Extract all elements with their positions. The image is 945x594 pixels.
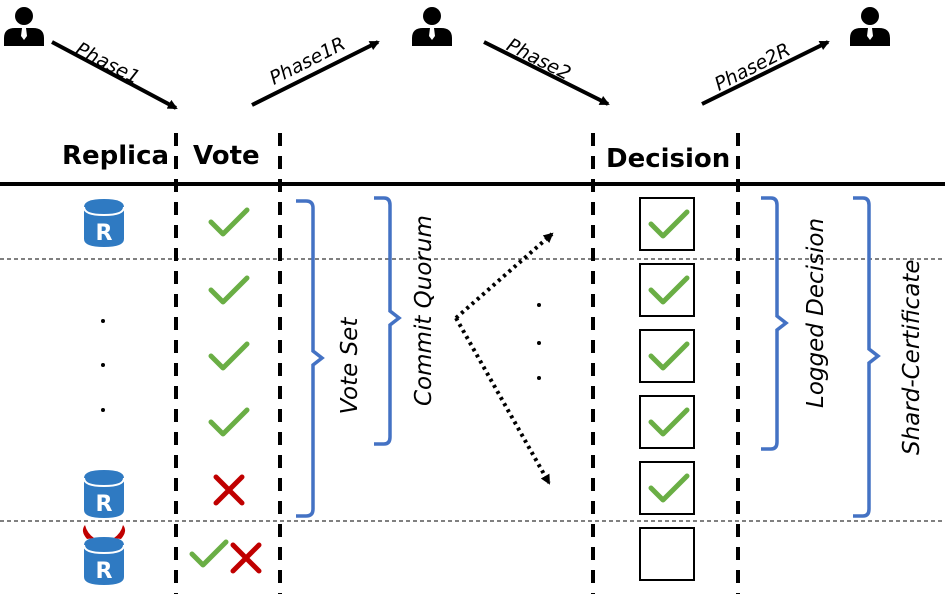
- check-icon: [208, 407, 250, 437]
- decision-box-5: [639, 461, 695, 515]
- shard-certificate-label: Shard-Certificate: [899, 259, 925, 455]
- decision-box-4: [639, 395, 695, 449]
- cross-icon: [230, 542, 262, 574]
- ellipsis-dot: [537, 341, 541, 345]
- check-icon: [208, 207, 250, 237]
- vote-set-bracket: [296, 199, 325, 518]
- check-icon: [208, 341, 250, 371]
- phase2-arrow: [483, 40, 610, 106]
- check-icon: [648, 209, 690, 239]
- decision-header: Decision: [606, 144, 731, 174]
- replica-letter: R: [96, 221, 113, 246]
- replica-letter: R: [96, 492, 113, 517]
- ellipsis-dot: [537, 303, 541, 307]
- check-icon: [189, 539, 229, 568]
- phase1-arrow: [51, 40, 178, 110]
- replica-letter: R: [96, 559, 113, 584]
- logged-decision-label: Logged Decision: [803, 217, 829, 408]
- decision-box-2: [639, 263, 695, 317]
- shard-certificate-bracket: [853, 196, 881, 518]
- commit-quorum-bracket: [374, 196, 402, 446]
- cross-icon: [213, 474, 245, 506]
- replica-header: Replica: [62, 141, 170, 171]
- ellipsis-dot: [101, 363, 105, 367]
- check-icon: [208, 275, 250, 305]
- dotted-arrow-up: [454, 232, 554, 320]
- logged-decision-bracket: [761, 196, 789, 451]
- user-icon: [412, 7, 452, 46]
- database-icon: [83, 470, 125, 518]
- decision-box-1: [639, 197, 695, 251]
- ellipsis-dot: [537, 376, 541, 380]
- ellipsis-dot: [101, 408, 105, 412]
- phase2r-arrow: [701, 40, 830, 106]
- commit-quorum-label: Commit Quorum: [411, 215, 437, 406]
- decision-box-6: [639, 527, 695, 581]
- user-icon: [850, 7, 890, 46]
- dotted-arrow-down: [454, 317, 551, 485]
- check-icon: [648, 341, 690, 371]
- check-icon: [648, 473, 690, 503]
- check-icon: [648, 407, 690, 437]
- phase1r-arrow: [251, 40, 380, 107]
- vote-set-label: Vote Set: [337, 317, 363, 415]
- ellipsis-dot: [101, 319, 105, 323]
- vote-header: Vote: [193, 141, 260, 171]
- user-icon: [4, 7, 44, 46]
- devil-horns-icon: [82, 525, 126, 539]
- database-icon: [83, 199, 125, 247]
- check-icon: [648, 275, 690, 305]
- decision-box-3: [639, 329, 695, 383]
- database-icon: [83, 537, 125, 585]
